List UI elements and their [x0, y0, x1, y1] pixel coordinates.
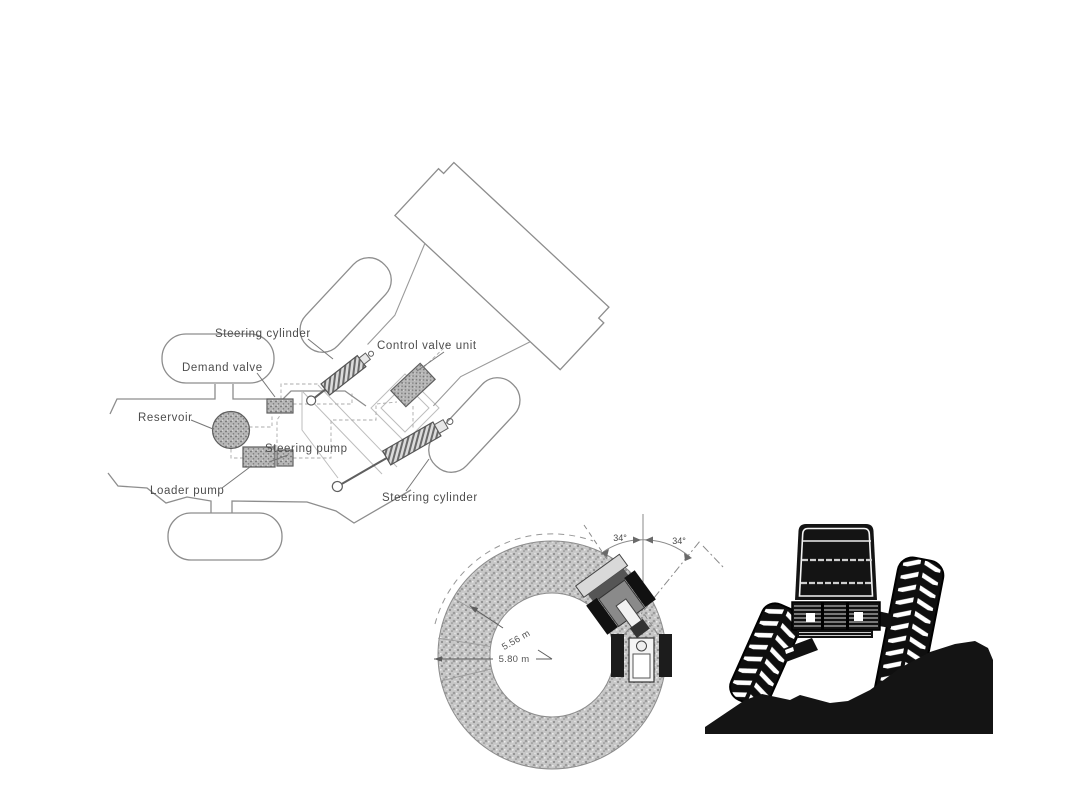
label-clearance-radius: 5.80 m	[499, 654, 530, 665]
arrowhead-outer-radius	[434, 656, 442, 662]
front-wheel-right	[428, 377, 521, 473]
rear-frame-outline	[107, 384, 412, 524]
steering-cylinder-upper	[306, 350, 375, 406]
label-steering-cylinder-bottom: Steering cylinder	[382, 492, 478, 504]
rear-wheel-top	[161, 333, 275, 384]
label-steering-pump: Steering pump	[265, 443, 348, 455]
left-axle-chip	[785, 647, 794, 654]
leader-lines	[190, 338, 445, 492]
left-axle-arm	[780, 638, 818, 662]
arrowhead-inner-radius	[470, 606, 479, 613]
ring-loader-plan	[574, 553, 672, 683]
label-control-valve-unit: Control valve unit	[377, 340, 477, 352]
steering-system-schematic: Steering cylinder Control valve unit Dem…	[107, 161, 610, 561]
label-angle-left: 34°	[613, 533, 627, 543]
loader-pump-symbol	[242, 446, 276, 468]
steering-cylinder-lower	[331, 418, 454, 493]
reservoir-symbol	[211, 410, 251, 450]
label-demand-valve: Demand valve	[182, 362, 263, 374]
ring-loader-rear-wheel-right	[659, 634, 672, 677]
loader-cab	[795, 524, 877, 600]
demand-valve-symbol	[266, 398, 294, 414]
ring-loader-rear-wheel-left	[611, 634, 624, 677]
rear-wheel-bottom	[167, 512, 283, 561]
rock-ground	[705, 641, 993, 734]
front-wheel-left	[299, 257, 392, 353]
steering-pump-symbol	[276, 449, 294, 467]
grille-light-right	[854, 612, 863, 621]
oscillating-axle-illustration	[705, 524, 993, 734]
front-frame-sides	[367, 243, 531, 407]
turning-circle-diagram: 5.56 m 5.80 m 34° 34°	[434, 514, 725, 770]
label-steering-cylinder-top: Steering cylinder	[215, 328, 311, 340]
label-angle-right: 34°	[672, 536, 686, 546]
front-frame-group	[299, 161, 610, 473]
grille-light-left	[806, 613, 815, 622]
label-loader-pump: Loader pump	[150, 485, 224, 497]
loader-grille	[791, 601, 881, 638]
label-reservoir: Reservoir	[138, 412, 193, 424]
control-valve-symbol	[390, 362, 436, 408]
bucket-outline	[393, 161, 610, 371]
clearance-arc-dashed	[434, 533, 594, 625]
